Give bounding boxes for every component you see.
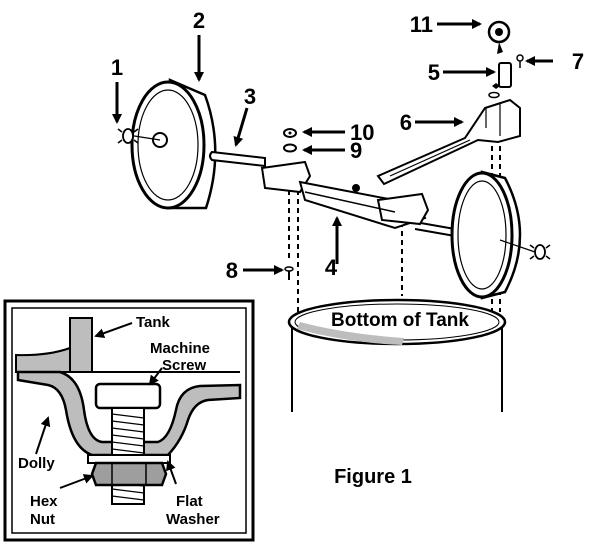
part-number-1: 1 xyxy=(111,55,123,80)
inset-label-screw: Screw xyxy=(162,357,207,374)
inset-label-machine: Machine xyxy=(150,340,210,357)
part-number-8: 8 xyxy=(226,258,238,283)
inset-label-flat: Flat xyxy=(176,493,203,510)
inset-dolly-plate xyxy=(16,370,242,457)
inset-screw-head xyxy=(94,382,162,410)
detail-inset: Tank Machine Screw Dolly Hex Nut Flat Wa… xyxy=(3,299,255,542)
flat-washer-small xyxy=(283,143,297,153)
inset-label-washer: Washer xyxy=(166,511,220,528)
part-number-3: 3 xyxy=(244,84,256,109)
dolly-bracket xyxy=(260,160,430,230)
inset-label-hex: Hex xyxy=(30,493,58,510)
part-number-6: 6 xyxy=(400,110,412,135)
inset-label-dolly: Dolly xyxy=(18,455,55,472)
hex-nut-small xyxy=(283,128,297,138)
part-number-4: 4 xyxy=(325,255,338,280)
bottom-of-tank-label: Bottom of Tank xyxy=(331,310,469,331)
inset-tank-wall xyxy=(69,317,93,373)
caster-wheel xyxy=(487,20,511,54)
part-number-7: 7 xyxy=(572,49,584,74)
part-number-11: 11 xyxy=(410,12,433,37)
hub-cap-right xyxy=(499,239,551,260)
wheel-left xyxy=(127,78,217,210)
machine-screw-small xyxy=(284,266,294,280)
inset-hex-nut xyxy=(90,461,168,487)
tank-body xyxy=(287,298,507,412)
part-number-9: 9 xyxy=(350,138,362,163)
part-number-10: 10 xyxy=(350,120,374,145)
figure-caption: Figure 1 xyxy=(334,466,412,488)
part-number-5: 5 xyxy=(428,60,440,85)
rear-leg xyxy=(376,98,521,186)
callout-arrows xyxy=(112,19,553,275)
caster-spacer xyxy=(488,62,512,99)
caster-screw xyxy=(516,54,524,68)
part-number-2: 2 xyxy=(193,8,205,33)
hub-cap-left xyxy=(117,128,139,144)
inset-label-nut: Nut xyxy=(30,511,55,528)
inset-label-tank: Tank xyxy=(136,314,171,331)
wheel-right xyxy=(450,170,522,300)
